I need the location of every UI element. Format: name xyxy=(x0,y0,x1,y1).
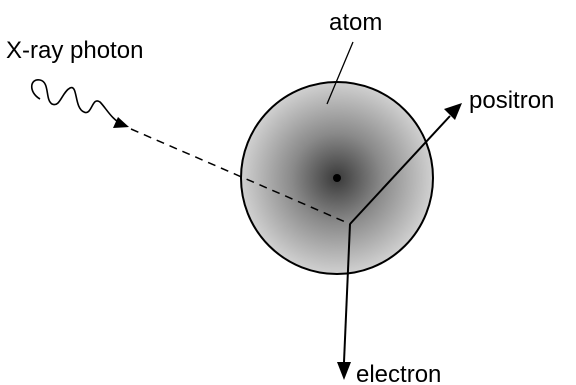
positron-label: positron xyxy=(469,87,554,114)
photon-wave xyxy=(30,79,123,125)
photon-label: X-ray photon xyxy=(6,37,143,64)
photon-arrowhead xyxy=(113,117,129,128)
atom-leader-line xyxy=(326,41,354,105)
positron-arrowhead xyxy=(444,103,462,120)
atom-label: atom xyxy=(329,9,382,36)
nucleus-dot xyxy=(333,174,341,182)
electron-arrowhead xyxy=(337,362,351,380)
positron-track xyxy=(349,115,451,225)
electron-label: electron xyxy=(356,361,441,385)
photon-path-dashed xyxy=(130,128,351,225)
electron-track xyxy=(343,223,351,363)
